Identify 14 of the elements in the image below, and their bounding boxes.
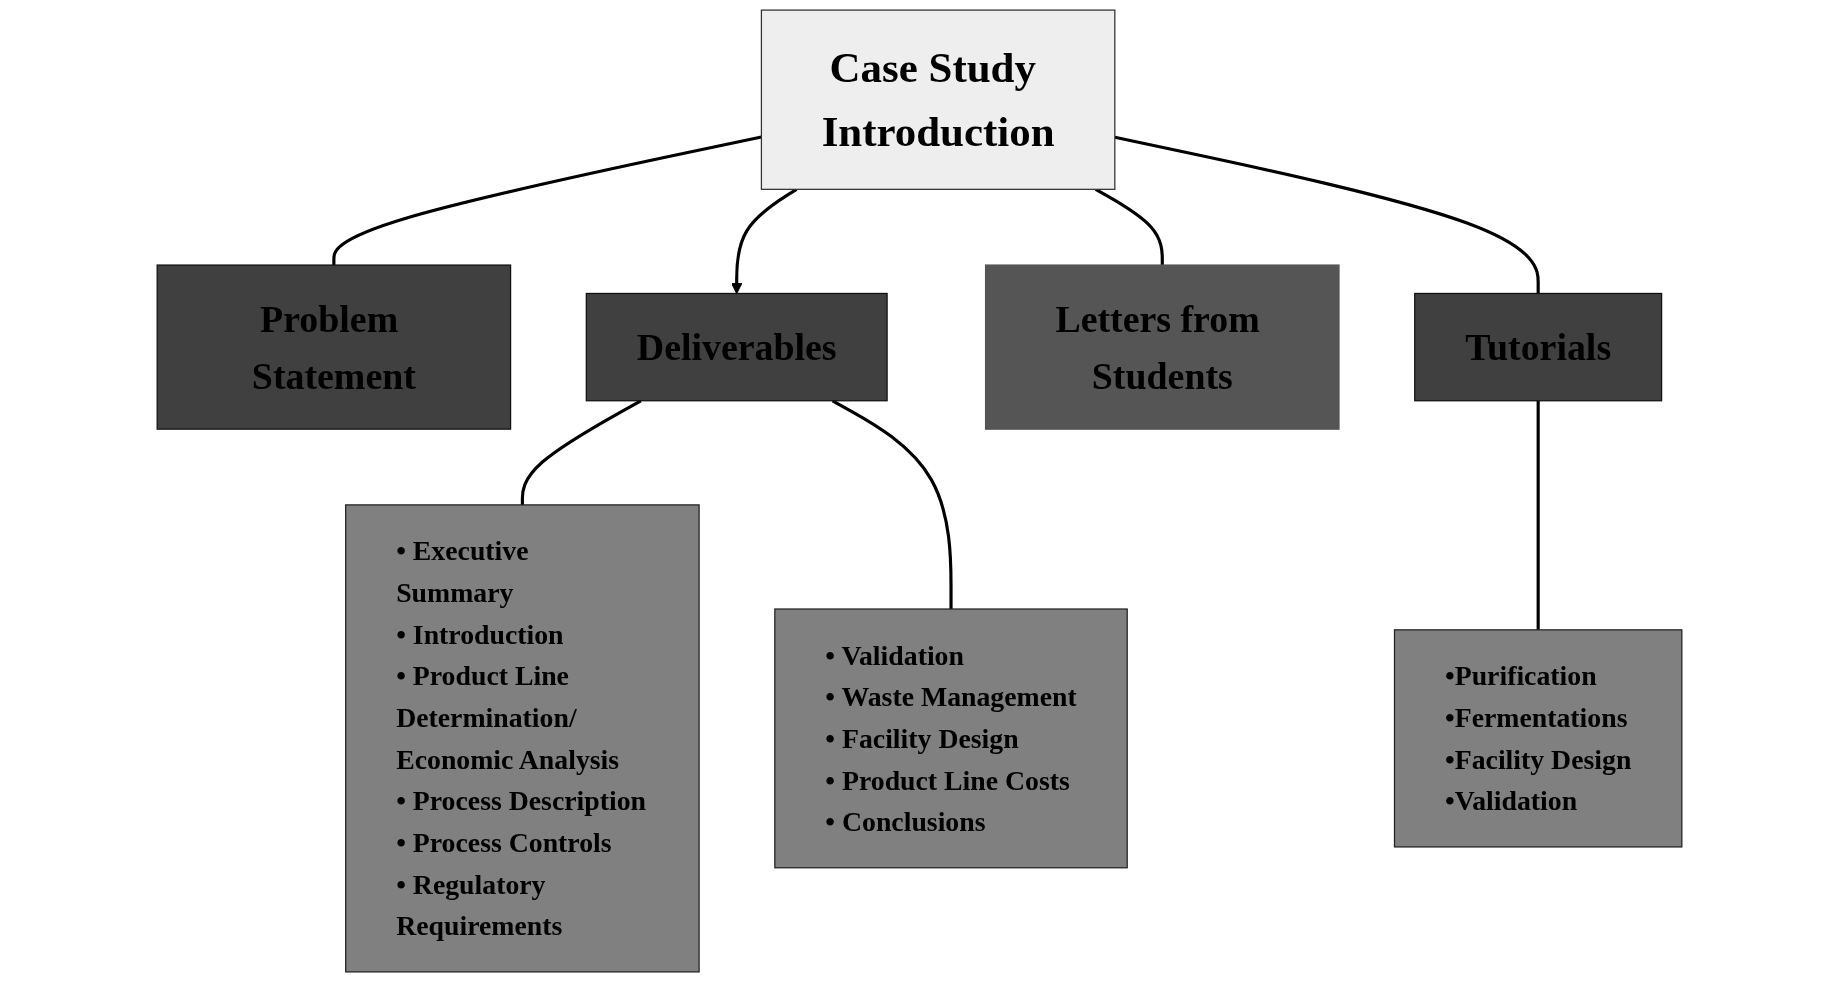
node-box: Letters from Students <box>984 264 1340 430</box>
arrow <box>731 188 798 294</box>
node-box: Problem Statement <box>156 264 512 430</box>
node-box: Case Study Introduction <box>760 9 1116 190</box>
node-box: Tutorials <box>1414 292 1663 402</box>
node-box: • Executive Summary • Introduction • Product Line Determination/ Economic Analysis • Process Description • Process Controls • Regulatory Requirements <box>345 504 700 973</box>
node-box: Deliverables <box>585 292 888 402</box>
node-box: •Purification •Fermentations •Facility Design •Validation <box>1393 629 1683 848</box>
connector <box>332 135 762 266</box>
connector <box>1536 400 1540 630</box>
node-box: • Validation • Waste Management • Facility Design • Product Line Costs • Conclusions <box>774 608 1128 869</box>
connector <box>831 399 953 609</box>
connector <box>520 399 642 505</box>
connector <box>1114 135 1540 294</box>
